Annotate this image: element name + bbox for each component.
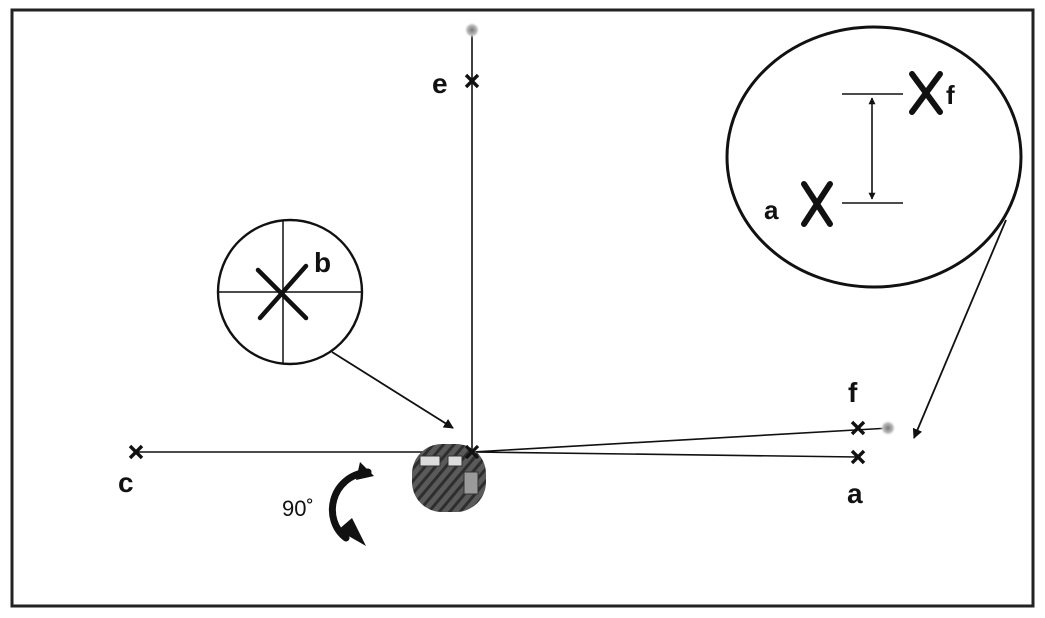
label-c: c	[118, 467, 134, 498]
marker-c-cross-icon	[128, 444, 144, 460]
line-to-f	[471, 427, 891, 453]
label-a-main: a	[847, 478, 863, 509]
label-a-zoom: a	[764, 195, 779, 225]
marker-e-cross-icon	[464, 73, 480, 89]
label-f-main: f	[848, 377, 858, 408]
zoom-cross-f-icon	[909, 71, 943, 115]
label-b: b	[314, 247, 331, 278]
label-e: e	[432, 68, 448, 99]
label-rotation-angle: 90˚	[282, 496, 314, 521]
zoom-cross-b-icon	[255, 263, 309, 321]
center-cross-icon	[464, 444, 480, 460]
callout-arrow-b	[331, 351, 454, 429]
line-to-a	[471, 451, 859, 458]
marker-a-cross-icon	[850, 449, 866, 465]
light-point-top	[464, 22, 480, 38]
frame-border	[10, 8, 1035, 608]
rotation-arrow-icon	[328, 462, 374, 546]
rotating-device	[412, 444, 486, 512]
zoom-cross-a-icon	[801, 181, 833, 227]
callout-arrow-fa	[912, 219, 1007, 439]
zoom-callout-fa	[725, 25, 1023, 289]
marker-f-cross-icon	[850, 420, 866, 436]
label-f-zoom: f	[946, 80, 955, 110]
zoom-callout-b	[216, 218, 364, 366]
light-point-right	[880, 420, 896, 436]
